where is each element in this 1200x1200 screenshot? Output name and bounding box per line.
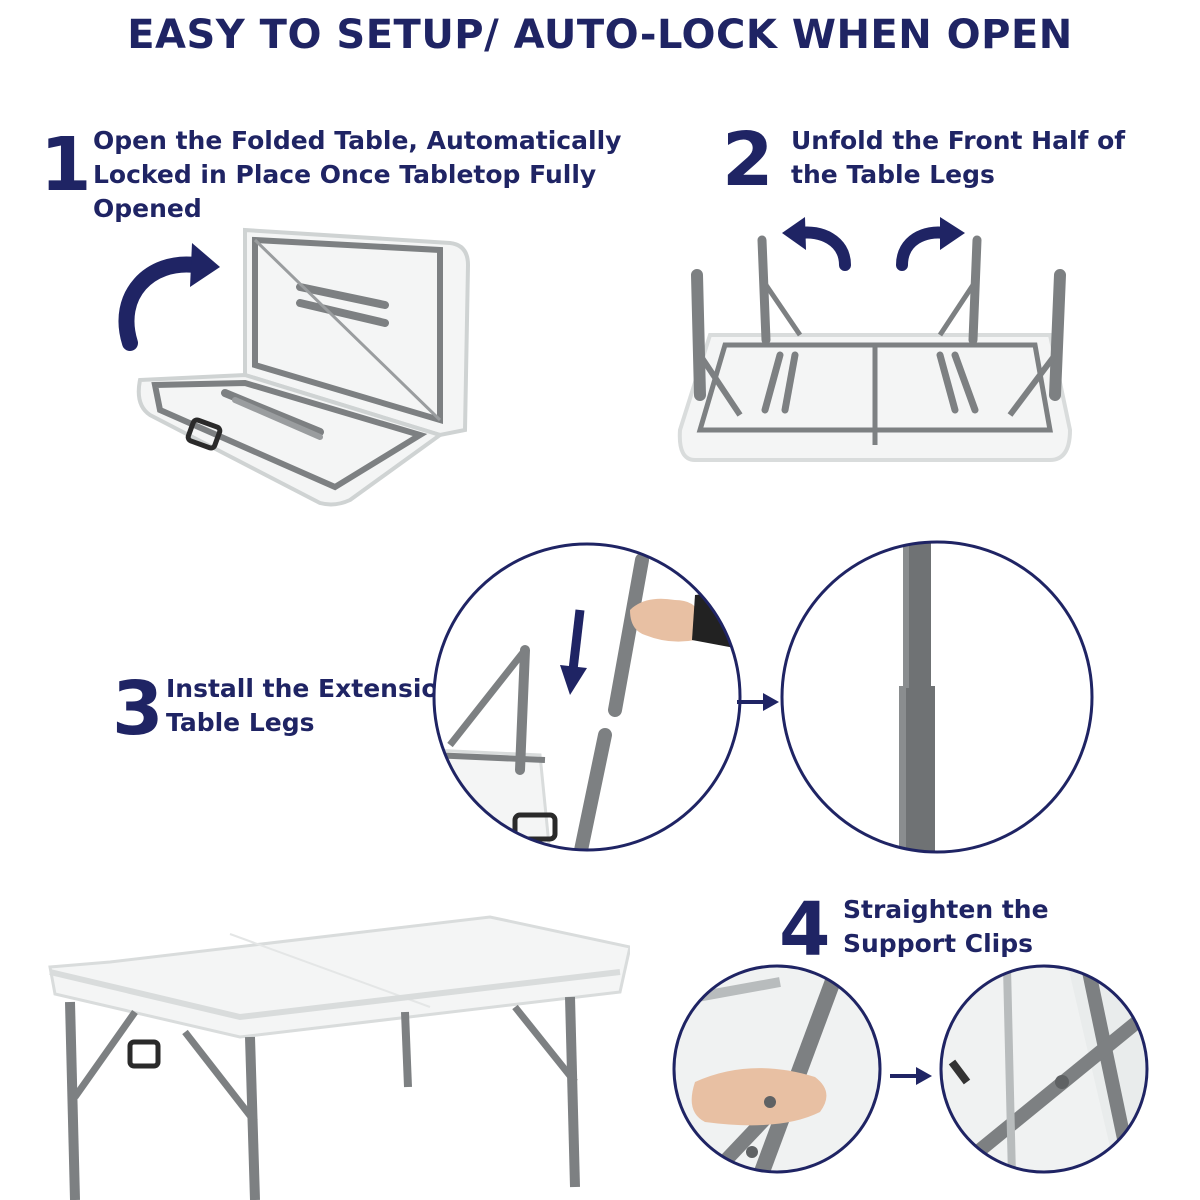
page-title: EASY TO SETUP/ AUTO-LOCK WHEN OPEN: [127, 12, 1073, 58]
table-bottom-half: [136, 372, 445, 507]
step-2-line-2: the Table Legs: [791, 160, 995, 189]
step-2-text: Unfold the Front Half of the Table Legs: [791, 124, 1125, 192]
table-top-raised: [243, 227, 471, 438]
step-4-illustration-right: [937, 962, 1152, 1177]
step-3-text: Install the Extension Table Legs: [166, 672, 456, 740]
right-arrow-icon: [888, 1064, 933, 1088]
step-3-line-1: Install the Extension: [166, 674, 457, 703]
step-4-illustration-left: [670, 962, 885, 1177]
step-2-number: 2: [722, 117, 774, 203]
right-arrow-icon: [735, 690, 780, 714]
step-3-line-2: Table Legs: [166, 708, 315, 737]
step-1-illustration: [110, 225, 480, 515]
step-1-line-2: Locked in Place Once Tabletop Fully: [93, 160, 597, 189]
step-1-number: 1: [40, 122, 92, 208]
step-4-number: 4: [779, 887, 831, 973]
step-3-illustration-left: [430, 540, 745, 855]
curved-arrow-icon: [118, 243, 220, 351]
step-4-text: Straighten the Support Clips: [843, 893, 1049, 961]
step-4-line-1: Straighten the: [843, 895, 1049, 924]
down-arrow-icon: [560, 609, 587, 695]
step-3-number: 3: [112, 666, 164, 752]
curved-arrow-icon: [896, 217, 965, 271]
step-2-line-1: Unfold the Front Half of: [791, 126, 1126, 155]
curved-arrow-icon: [782, 217, 851, 271]
step-1-line-1: Open the Folded Table, Automatically: [93, 126, 622, 155]
step-3-illustration-right: [778, 538, 1096, 856]
step-1-text: Open the Folded Table, Automatically Loc…: [93, 124, 621, 226]
step-4-line-2: Support Clips: [843, 929, 1034, 958]
assembled-table-illustration: [40, 912, 630, 1200]
step-2-illustration: [670, 205, 1090, 470]
step-1-line-3: Opened: [93, 194, 202, 223]
